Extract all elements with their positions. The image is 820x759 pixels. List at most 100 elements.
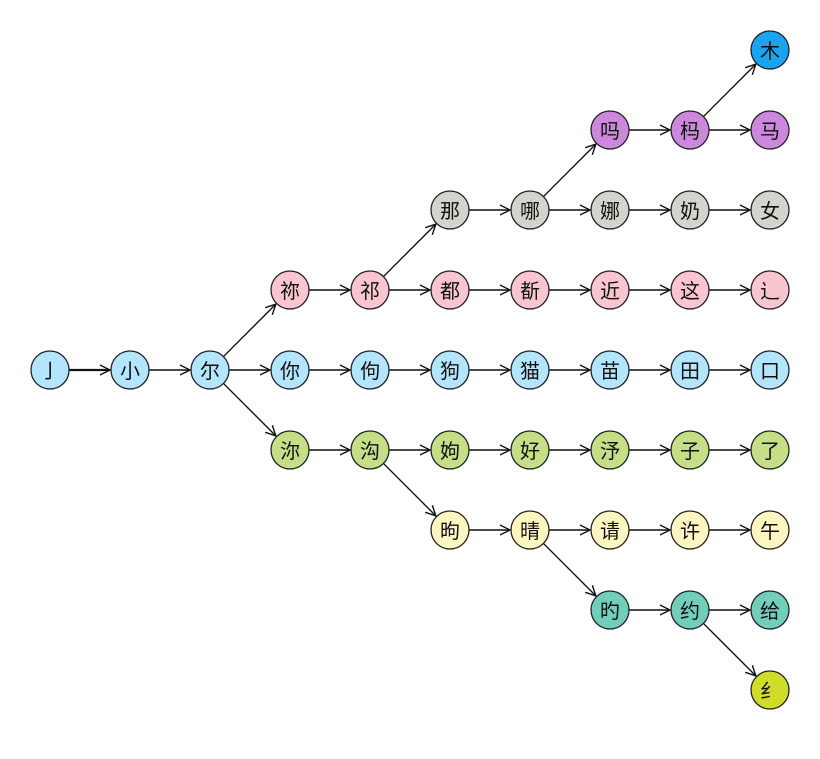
node-circle bbox=[590, 590, 630, 630]
node-label: 哪 bbox=[520, 199, 540, 223]
node-circle bbox=[590, 270, 630, 310]
node-label: 马 bbox=[760, 119, 780, 143]
node-circle bbox=[350, 430, 390, 470]
node: 这 bbox=[670, 270, 710, 310]
node-label: 午 bbox=[760, 519, 780, 543]
node: 奶 bbox=[670, 190, 710, 230]
node-circle bbox=[670, 590, 710, 630]
node: 女 bbox=[750, 190, 790, 230]
edge-arrow bbox=[702, 64, 755, 118]
node-circle bbox=[590, 430, 630, 470]
node: 辶 bbox=[750, 270, 790, 310]
node: 都 bbox=[430, 270, 470, 310]
node: 许 bbox=[670, 510, 710, 550]
node-label: 约 bbox=[680, 599, 700, 623]
node: 狗 bbox=[430, 350, 470, 390]
node-label: 吗 bbox=[600, 119, 620, 143]
node-label: 祁 bbox=[360, 279, 380, 303]
node-label: 沟 bbox=[360, 439, 380, 463]
node: 沟 bbox=[350, 430, 390, 470]
node-label: 苗 bbox=[600, 359, 620, 383]
node: 田 bbox=[670, 350, 710, 390]
node-circle bbox=[350, 350, 390, 390]
node-circle bbox=[110, 350, 150, 390]
node-circle bbox=[510, 350, 550, 390]
node-circle bbox=[510, 190, 550, 230]
node: 旳 bbox=[590, 590, 630, 630]
node-circle bbox=[750, 270, 790, 310]
node-label: 姁 bbox=[440, 439, 460, 463]
node: 吗 bbox=[590, 110, 630, 150]
node-label: 汿 bbox=[600, 439, 620, 463]
node-label: 田 bbox=[680, 359, 700, 383]
edge-arrow bbox=[222, 304, 275, 358]
node: 沵 bbox=[270, 430, 310, 470]
node: 纟 bbox=[750, 670, 790, 710]
edge-arrow bbox=[222, 382, 275, 435]
node-label: 斱 bbox=[520, 279, 540, 303]
node-circle bbox=[350, 270, 390, 310]
node-circle bbox=[270, 430, 310, 470]
node-label: 请 bbox=[600, 519, 620, 543]
node-label: 奶 bbox=[680, 199, 700, 223]
node-label: 佝 bbox=[360, 359, 380, 383]
node: 哪 bbox=[510, 190, 550, 230]
node-circle bbox=[430, 190, 470, 230]
node: 好 bbox=[510, 430, 550, 470]
node-label: 了 bbox=[760, 439, 780, 463]
node-label: 女 bbox=[760, 199, 780, 223]
node-label: 口 bbox=[760, 359, 780, 383]
node: 马 bbox=[750, 110, 790, 150]
node: 昫 bbox=[430, 510, 470, 550]
node-label: 娜 bbox=[600, 199, 620, 223]
node-circle bbox=[430, 270, 470, 310]
node-label: 纟 bbox=[760, 679, 780, 703]
node-circle bbox=[430, 430, 470, 470]
node-label: 尔 bbox=[200, 359, 220, 383]
edge-arrow bbox=[542, 542, 595, 595]
node-layer: 亅小尔祢你沵祁佝沟那都狗姁昫哪斱猫好晴吗娜近苗汿请旳杩奶这田子许约木马女辶口了午… bbox=[30, 30, 790, 710]
node-circle bbox=[750, 670, 790, 710]
node-circle bbox=[590, 190, 630, 230]
node-label: 那 bbox=[440, 199, 460, 223]
node-label: 亅 bbox=[40, 359, 60, 383]
node-circle bbox=[670, 350, 710, 390]
node-circle bbox=[30, 350, 70, 390]
node-circle bbox=[590, 350, 630, 390]
node-circle bbox=[590, 110, 630, 150]
node: 苗 bbox=[590, 350, 630, 390]
node-label: 给 bbox=[760, 599, 780, 623]
node-circle bbox=[670, 270, 710, 310]
node: 晴 bbox=[510, 510, 550, 550]
node-label: 许 bbox=[680, 519, 700, 543]
edge-arrow bbox=[702, 622, 755, 675]
node-label: 子 bbox=[680, 439, 700, 463]
node-label: 杩 bbox=[680, 119, 700, 143]
node: 姁 bbox=[430, 430, 470, 470]
edge-layer bbox=[69, 64, 756, 676]
edge-arrow bbox=[382, 462, 435, 515]
node-circle bbox=[270, 350, 310, 390]
node-label: 晴 bbox=[520, 519, 540, 543]
edge-arrow bbox=[542, 144, 595, 198]
node: 佝 bbox=[350, 350, 390, 390]
node-label: 这 bbox=[680, 279, 700, 303]
node-label: 都 bbox=[440, 279, 460, 303]
node: 木 bbox=[750, 30, 790, 70]
node-circle bbox=[430, 510, 470, 550]
node-circle bbox=[510, 430, 550, 470]
node: 你 bbox=[270, 350, 310, 390]
node-circle bbox=[750, 30, 790, 70]
node-label: 祢 bbox=[280, 279, 300, 303]
node-circle bbox=[750, 350, 790, 390]
node-label: 你 bbox=[280, 359, 300, 383]
node-label: 辶 bbox=[760, 279, 780, 303]
node: 那 bbox=[430, 190, 470, 230]
node-label: 小 bbox=[120, 359, 140, 383]
node-label: 旳 bbox=[600, 599, 620, 623]
edge-arrow bbox=[382, 224, 435, 278]
node: 了 bbox=[750, 430, 790, 470]
node-label: 近 bbox=[600, 279, 620, 303]
node-circle bbox=[270, 270, 310, 310]
node-circle bbox=[750, 110, 790, 150]
